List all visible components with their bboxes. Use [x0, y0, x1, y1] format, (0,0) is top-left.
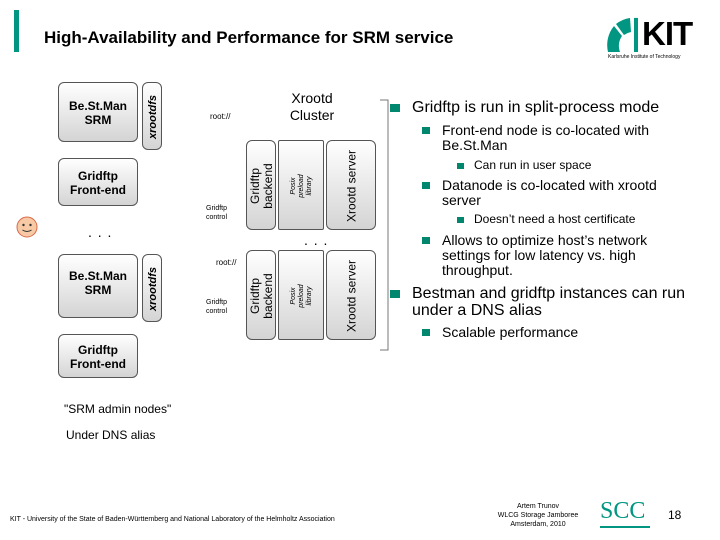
gridftp-frontend-box-top: Gridftp Front-end [58, 158, 138, 206]
smiley-face-icon [16, 216, 38, 238]
bullet-marker-icon [422, 329, 430, 336]
ellipsis-left: . . . [88, 224, 113, 240]
srm-admin-nodes-note: "SRM admin nodes" [64, 402, 172, 416]
bestman-srm-label: Be.St.Man SRM [69, 99, 128, 127]
slide-title: High-Availability and Performance for SR… [44, 28, 454, 47]
xrootd-server-label: Xrootd server [344, 149, 359, 223]
scc-logo: SCC [600, 498, 660, 538]
gridftp-backend-box-top: Gridftp backend [246, 140, 276, 230]
root-url-label-top: root:// [210, 112, 231, 121]
bullet-scalable: Scalable performance [422, 325, 578, 340]
xrootdfs-label: xrootdfs [147, 95, 159, 139]
gridftp-backend-label: Gridftp backend [248, 163, 275, 209]
xrootd-server-label: Xrootd server [344, 259, 359, 333]
xrootdfs-box-top: xrootdfs [142, 82, 162, 150]
bullet-marker-icon [422, 237, 430, 244]
bullet-frontend-colocated: Front-end node is co-located with Be.St.… [422, 123, 692, 153]
posix-preload-label: Posix preload library [290, 174, 313, 198]
presenter-name: Artem Trunov [516, 503, 559, 510]
presenter-place: Amsterdam, 2010 [510, 521, 566, 528]
presenter-info: Artem Trunov WLCG Storage Jamboree Amste… [486, 502, 590, 529]
bestman-srm-label: Be.St.Man SRM [69, 269, 128, 297]
gridftp-frontend-label: Gridftp Front-end [70, 169, 126, 197]
gridftp-backend-label: Gridftp backend [248, 273, 275, 319]
kit-logo-mark-icon [607, 17, 638, 52]
posix-preload-box-top: Posix preload library [278, 140, 324, 230]
scc-logo-text: SCC [600, 498, 646, 524]
bullet-split-process: Gridftp is run in split-process mode [390, 99, 659, 116]
bullet-marker-icon [390, 104, 400, 112]
gridftp-backend-box-bottom: Gridftp backend [246, 250, 276, 340]
bestman-srm-box-bottom: Be.St.Man SRM [58, 254, 138, 318]
bullet-marker-icon [457, 163, 464, 169]
scc-logo-underline [600, 526, 650, 528]
gridftp-control-label-top: Gridftp control [206, 205, 228, 221]
xrootd-server-box-top: Xrootd server [326, 140, 376, 230]
bullet-marker-icon [390, 290, 400, 298]
page-number: 18 [668, 508, 682, 522]
dns-alias-note: Under DNS alias [66, 428, 156, 442]
bullet-marker-icon [422, 182, 430, 189]
footer-institution: KIT - University of the State of Baden-W… [10, 516, 335, 523]
xrootd-server-box-bottom: Xrootd server [326, 250, 376, 340]
bullet-datanode-colocated: Datanode is co-located with xrootd serve… [422, 178, 692, 208]
xrootdfs-box-bottom: xrootdfs [142, 254, 162, 322]
posix-preload-box-bottom: Posix preload library [278, 250, 324, 340]
xrootdfs-label: xrootdfs [147, 267, 159, 311]
kit-subtitle: Karlsruhe Institute of Technology [608, 54, 681, 60]
architecture-diagram: Be.St.Man SRM Gridftp Front-end xrootdfs… [0, 0, 400, 400]
posix-preload-label: Posix preload library [290, 284, 313, 308]
bullet-marker-icon [457, 217, 464, 223]
bullet-user-space: Can run in user space [457, 159, 591, 172]
gridftp-control-label-bottom: Gridftp control [206, 299, 228, 315]
bullet-marker-icon [422, 127, 430, 134]
xrootd-cluster-label: Xrootd Cluster [289, 90, 335, 123]
bullet-dns-alias: Bestman and gridftp instances can run un… [390, 285, 702, 319]
ellipsis-right: . . . [304, 232, 329, 248]
gridftp-frontend-label: Gridftp Front-end [70, 343, 126, 371]
bestman-srm-box-top: Be.St.Man SRM [58, 82, 138, 142]
kit-wordmark: KIT [642, 15, 693, 52]
bullet-no-host-cert: Doesn’t need a host certificate [457, 213, 635, 226]
cluster-bracket [380, 99, 389, 351]
bullet-network-settings: Allows to optimize host’s network settin… [422, 233, 692, 278]
kit-logo: KIT Karlsruhe Institute of Technology [604, 16, 700, 64]
title-accent-bar [14, 10, 19, 52]
root-url-label-bottom: root:// [216, 258, 237, 267]
presenter-event: WLCG Storage Jamboree [497, 512, 579, 519]
gridftp-frontend-box-bottom: Gridftp Front-end [58, 334, 138, 378]
